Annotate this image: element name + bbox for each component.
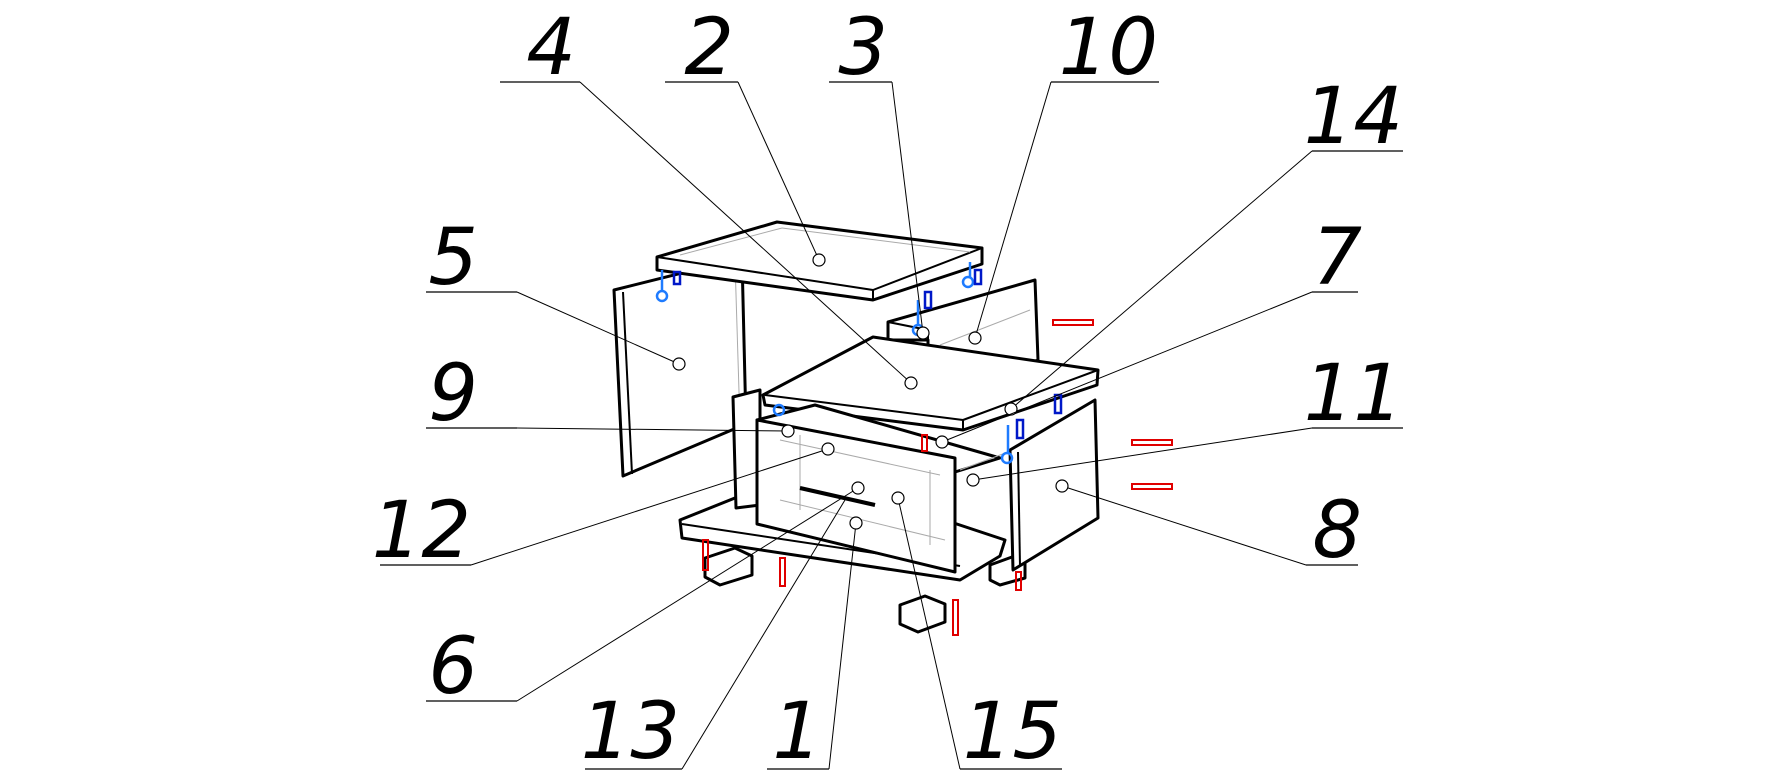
svg-text:3: 3 [838,3,888,93]
svg-text:6: 6 [428,622,478,712]
callout-4: 4 [500,3,918,390]
screws-red [702,319,1173,636]
svg-text:9: 9 [428,349,478,439]
callout-3: 3 [829,3,930,340]
svg-text:12: 12 [372,486,471,576]
svg-text:11: 11 [1304,349,1403,439]
svg-text:13: 13 [581,687,680,774]
svg-text:8: 8 [1312,486,1362,576]
callout-13: 13 [581,499,846,774]
callout-5: 5 [426,213,686,371]
svg-text:2: 2 [684,3,734,93]
part-drawer [755,403,1002,574]
svg-text:5: 5 [428,213,478,303]
callout-9: 9 [426,349,795,439]
svg-text:10: 10 [1059,3,1158,93]
callout-2: 2 [665,3,826,267]
svg-text:7: 7 [1312,213,1362,303]
callout-1: 1 [767,516,863,774]
callout-8: 8 [1055,479,1362,576]
callout-10: 10 [968,3,1159,345]
callout-6: 6 [426,481,865,712]
callout-11: 11 [966,349,1403,487]
svg-text:1: 1 [772,687,822,774]
callout-7: 7 [935,213,1362,449]
callout-14: 14 [1004,72,1403,416]
callout-12: 12 [372,442,835,576]
svg-text:14: 14 [1304,72,1403,162]
svg-text:15: 15 [963,687,1062,774]
callout-15: 15 [891,491,1062,774]
part-side-panel-right [959,398,1100,572]
svg-text:4: 4 [526,3,576,93]
drawer-handle [799,486,876,507]
